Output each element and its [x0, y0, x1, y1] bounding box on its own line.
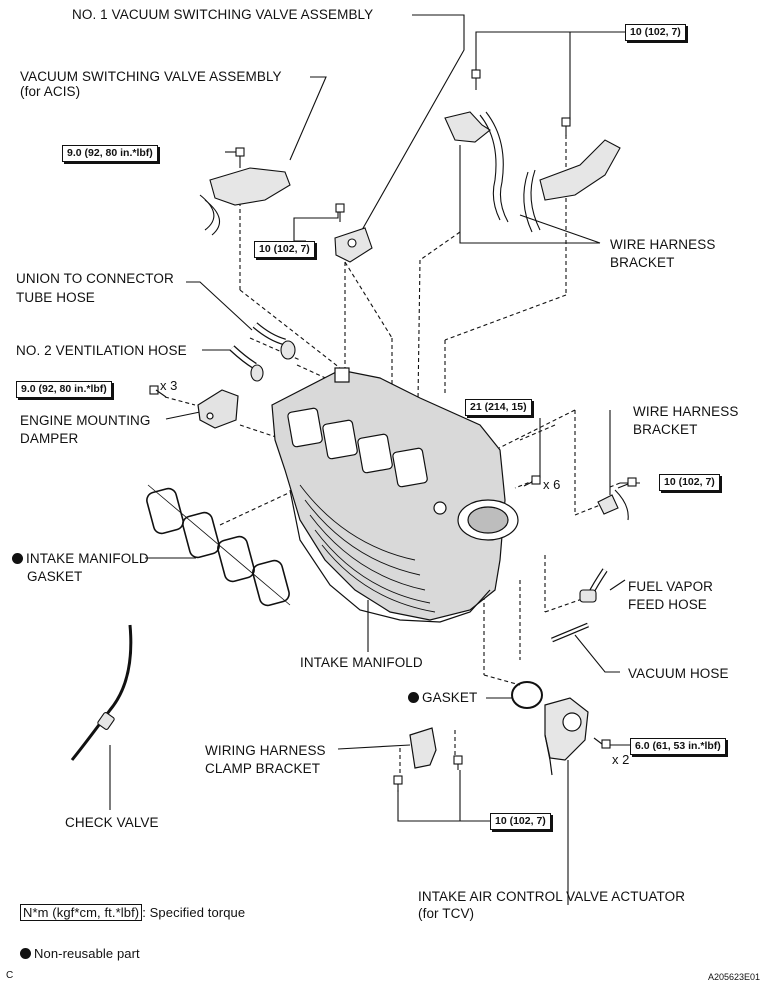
torque-top-right: 10 (102, 7) — [625, 24, 686, 41]
label-intake-manifold-gasket-text: INTAKE MANIFOLD — [26, 551, 149, 566]
torque-clamp: 10 (102, 7) — [490, 813, 551, 830]
legend-torque-unit: N*m (kgf*cm, ft.*lbf) — [20, 904, 143, 921]
torque-vsv1: 10 (102, 7) — [254, 241, 315, 258]
alignment-lines — [164, 135, 621, 775]
label-vacuum-hose: VACUUM HOSE — [628, 666, 729, 681]
torque-damper: 9.0 (92, 80 in.*lbf) — [16, 381, 112, 398]
label-wire-harness-bracket-right: WIRE HARNESS — [633, 404, 739, 419]
label-actuator: INTAKE AIR CONTROL VALVE ACTUATOR — [418, 889, 686, 904]
label-gasket: GASKET — [408, 689, 477, 706]
legend-torque-desc: : Specified torque — [142, 905, 246, 920]
figure-id: A205623E01 — [708, 972, 761, 982]
vacuum-switching-valve-parts — [199, 167, 373, 263]
label-wiring-clamp: WIRING HARNESS — [205, 743, 326, 758]
torque-bracket-right: 10 (102, 7) — [659, 474, 720, 491]
label-wire-harness-bracket-top: WIRE HARNESS — [610, 237, 716, 252]
label-gasket-text: GASKET — [422, 690, 478, 705]
qty-actuator-bolts: x 2 — [612, 752, 630, 767]
intake-manifold-part — [271, 367, 519, 623]
label-ventilation-hose: NO. 2 VENTILATION HOSE — [16, 343, 187, 358]
nonreusable-dot-icon — [408, 692, 419, 703]
label-check-valve: CHECK VALVE — [65, 815, 159, 830]
label-union-hose: UNION TO CONNECTOR — [16, 271, 174, 286]
label-actuator-2: (for TCV) — [418, 906, 475, 921]
legend-torque: N*m (kgf*cm, ft.*lbf): Specified torque — [20, 904, 245, 921]
torque-vsv-acis: 9.0 (92, 80 in.*lbf) — [62, 145, 158, 162]
label-union-hose-2: TUBE HOSE — [16, 290, 95, 305]
label-fuel-vapor: FUEL VAPOR — [628, 579, 714, 594]
engine-mounting-damper-part — [197, 389, 239, 429]
label-intake-manifold-gasket-2: GASKET — [27, 569, 83, 584]
label-wire-harness-bracket-right-2: BRACKET — [633, 422, 698, 437]
label-vsv-acis-note: (for ACIS) — [20, 84, 81, 99]
qty-manifold-bolts: x 6 — [543, 477, 561, 492]
actuator-parts — [409, 681, 589, 776]
qty-damper-bolts: x 3 — [160, 378, 178, 393]
bolt-icons — [149, 69, 637, 792]
wire-harness-bracket-top-part — [444, 111, 621, 233]
torque-actuator: 6.0 (61, 53 in.*lbf) — [630, 738, 726, 755]
hose-parts — [70, 322, 629, 761]
label-no1-vsv: NO. 1 VACUUM SWITCHING VALVE ASSEMBLY — [72, 7, 374, 22]
label-intake-manifold-gasket: INTAKE MANIFOLD — [12, 550, 149, 567]
torque-manifold: 21 (214, 15) — [465, 399, 532, 416]
intake-manifold-gasket-part — [146, 484, 291, 607]
label-wire-harness-bracket-top-2: BRACKET — [610, 255, 675, 270]
label-engine-damper: ENGINE MOUNTING — [20, 413, 151, 428]
nonreusable-dot-icon — [12, 553, 23, 564]
legend-nonreusable: Non-reusable part — [20, 945, 140, 962]
nonreusable-dot-icon — [20, 948, 31, 959]
label-wiring-clamp-2: CLAMP BRACKET — [205, 761, 321, 776]
corner-mark: C — [6, 970, 14, 981]
legend-nonreusable-text: Non-reusable part — [34, 946, 140, 961]
label-vsv-acis: VACUUM SWITCHING VALVE ASSEMBLY — [20, 69, 282, 84]
label-engine-damper-2: DAMPER — [20, 431, 79, 446]
label-fuel-vapor-2: FEED HOSE — [628, 597, 707, 612]
label-intake-manifold: INTAKE MANIFOLD — [300, 655, 423, 670]
